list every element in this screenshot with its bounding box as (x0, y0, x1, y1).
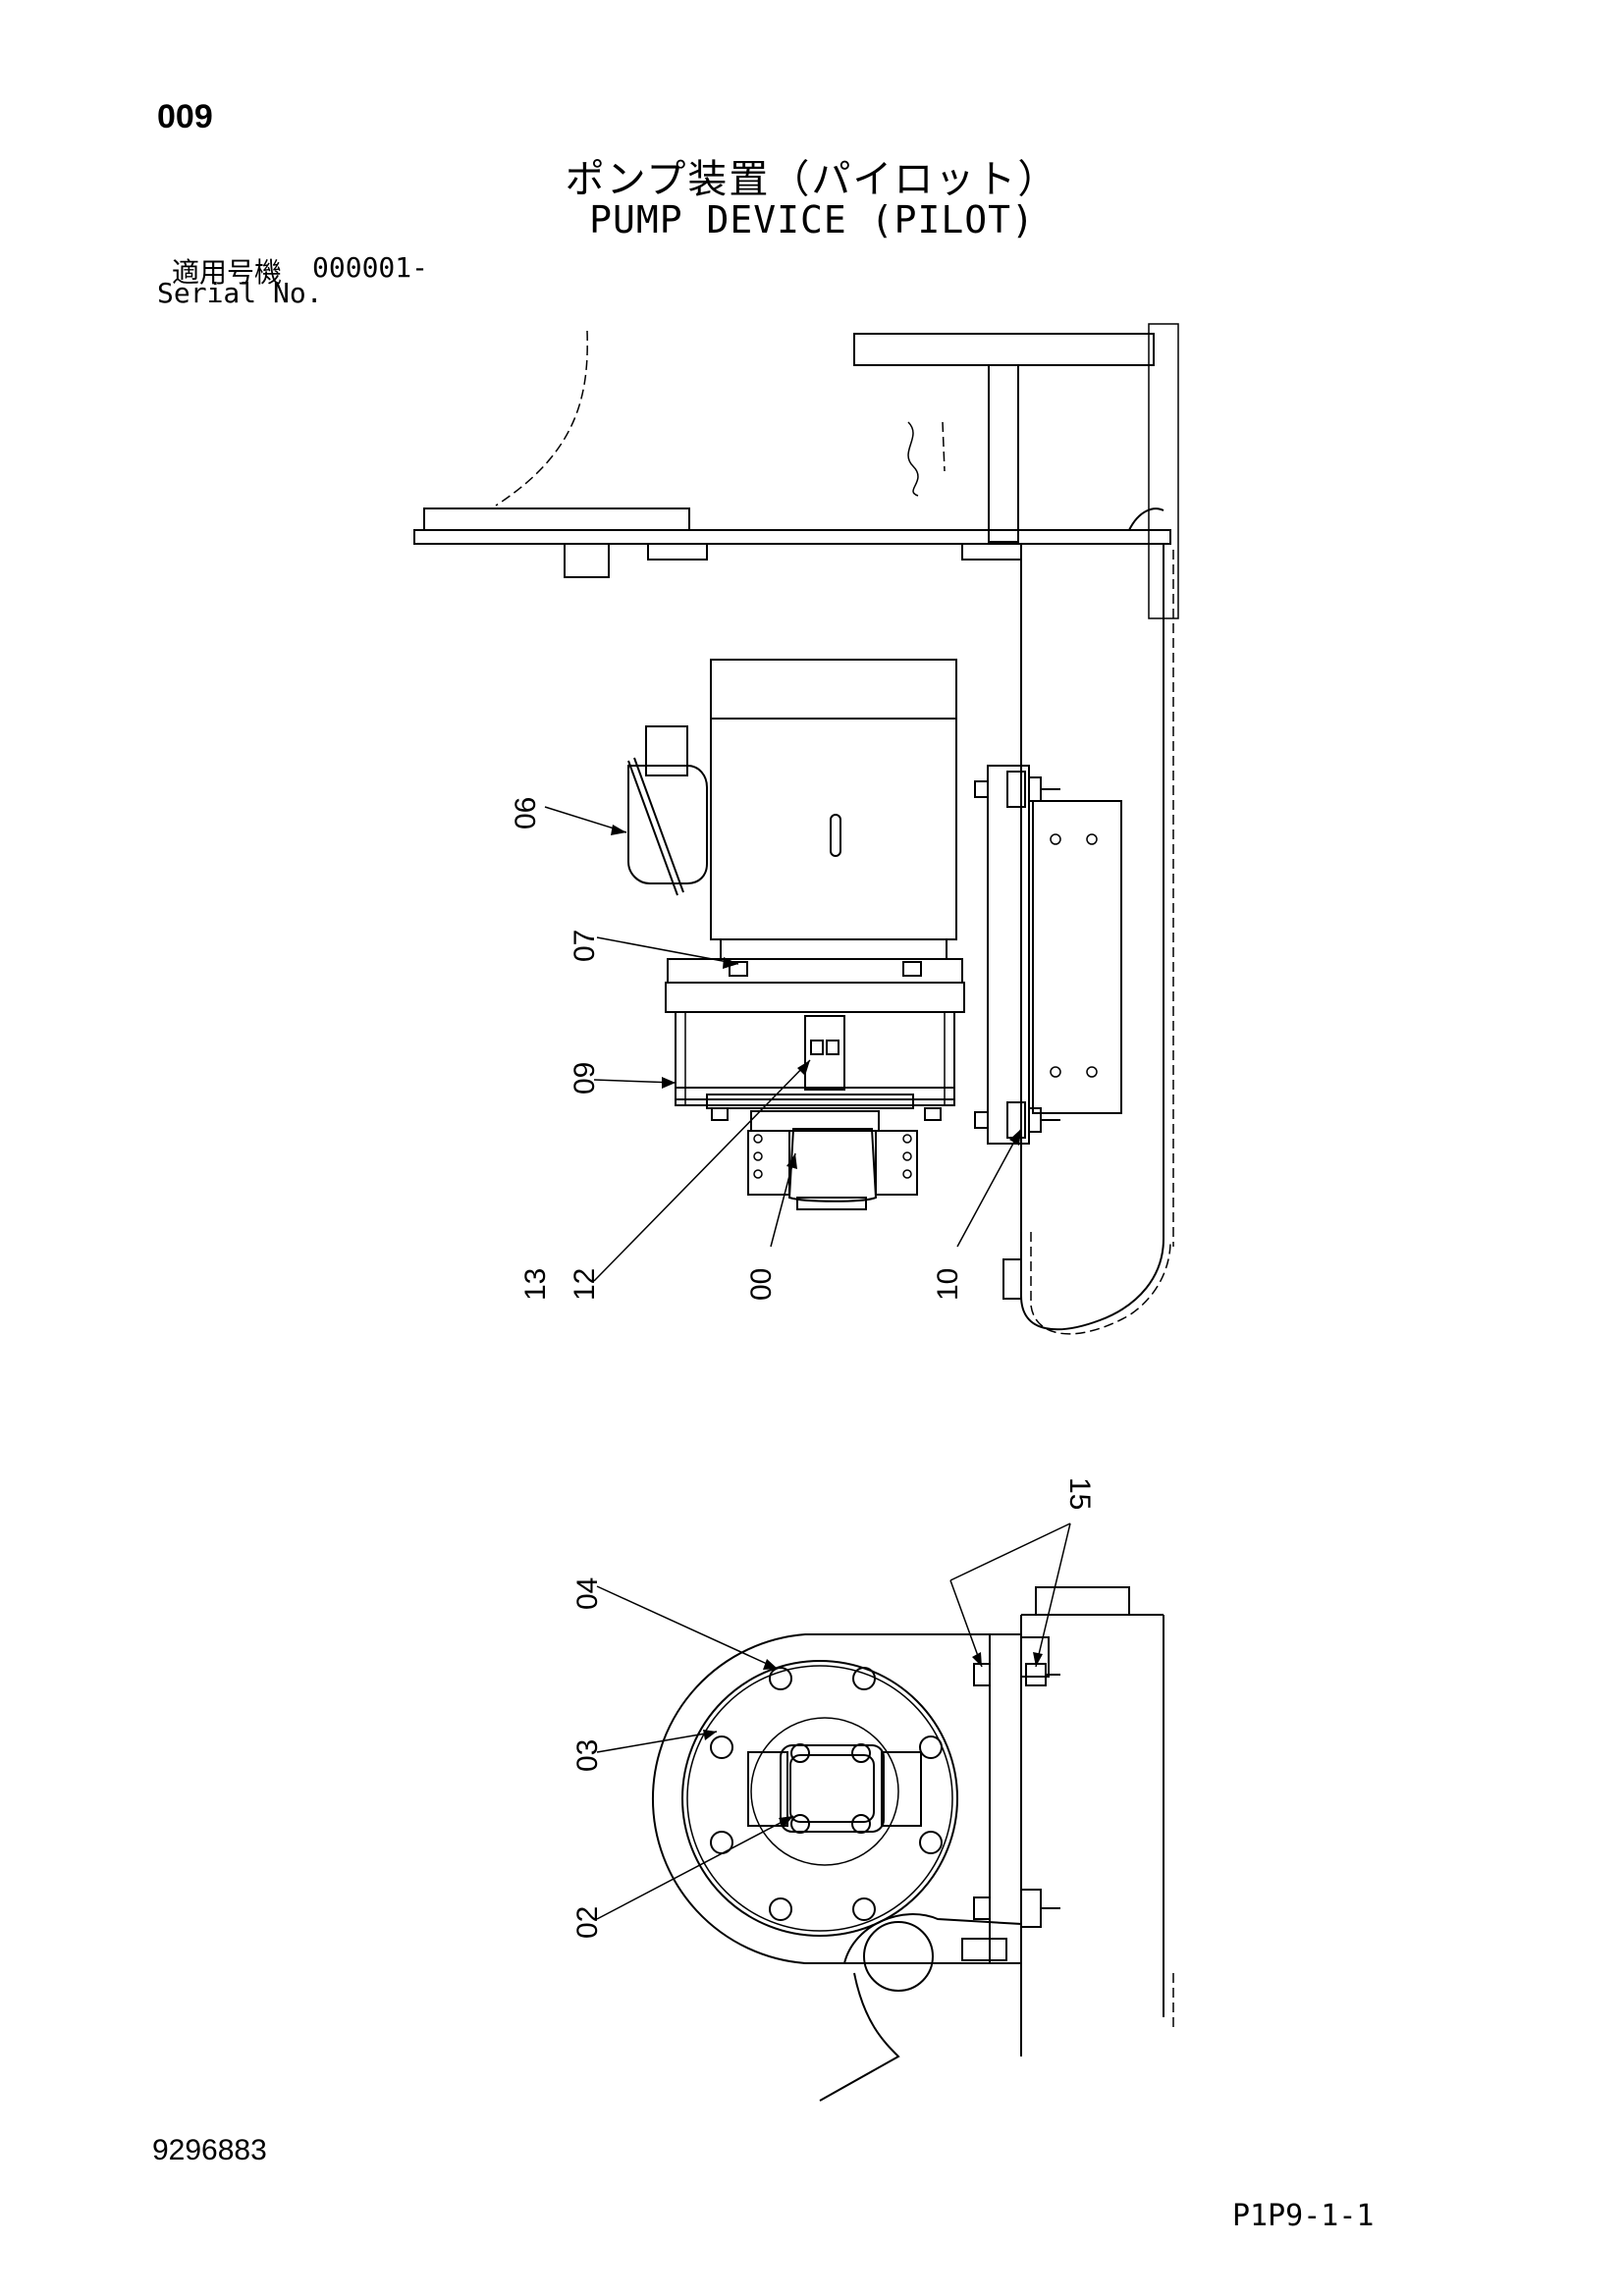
callout-04: 04 (571, 1577, 604, 1610)
callout-02: 02 (571, 1906, 604, 1939)
callout-15: 15 (1063, 1477, 1096, 1510)
serial-label-japanese: 適用号機 (172, 256, 283, 289)
lower-view (596, 1522, 1174, 2102)
callout-06: 06 (510, 797, 542, 829)
callout-13: 13 (519, 1268, 552, 1301)
title-english: PUMP DEVICE (PILOT) (589, 198, 1035, 241)
serial-value: 000001- (312, 251, 429, 284)
callout-03: 03 (571, 1739, 604, 1772)
page-number: 009 (157, 98, 213, 135)
upper-view (413, 323, 1179, 1335)
callout-labels: 06 07 09 13 12 00 10 15 04 03 02 (510, 797, 1096, 1939)
callout-12: 12 (568, 1268, 601, 1301)
document-number: 9296883 (152, 2134, 267, 2166)
callout-10: 10 (932, 1268, 964, 1301)
callout-09: 09 (568, 1062, 601, 1095)
serial-label-english: Serial No. (157, 277, 323, 309)
callout-07: 07 (568, 930, 601, 962)
title-japanese: ポンプ装置（パイロット） (565, 157, 1059, 202)
callout-00: 00 (745, 1268, 778, 1301)
page-reference: P1P9-1-1 (1232, 2199, 1375, 2233)
